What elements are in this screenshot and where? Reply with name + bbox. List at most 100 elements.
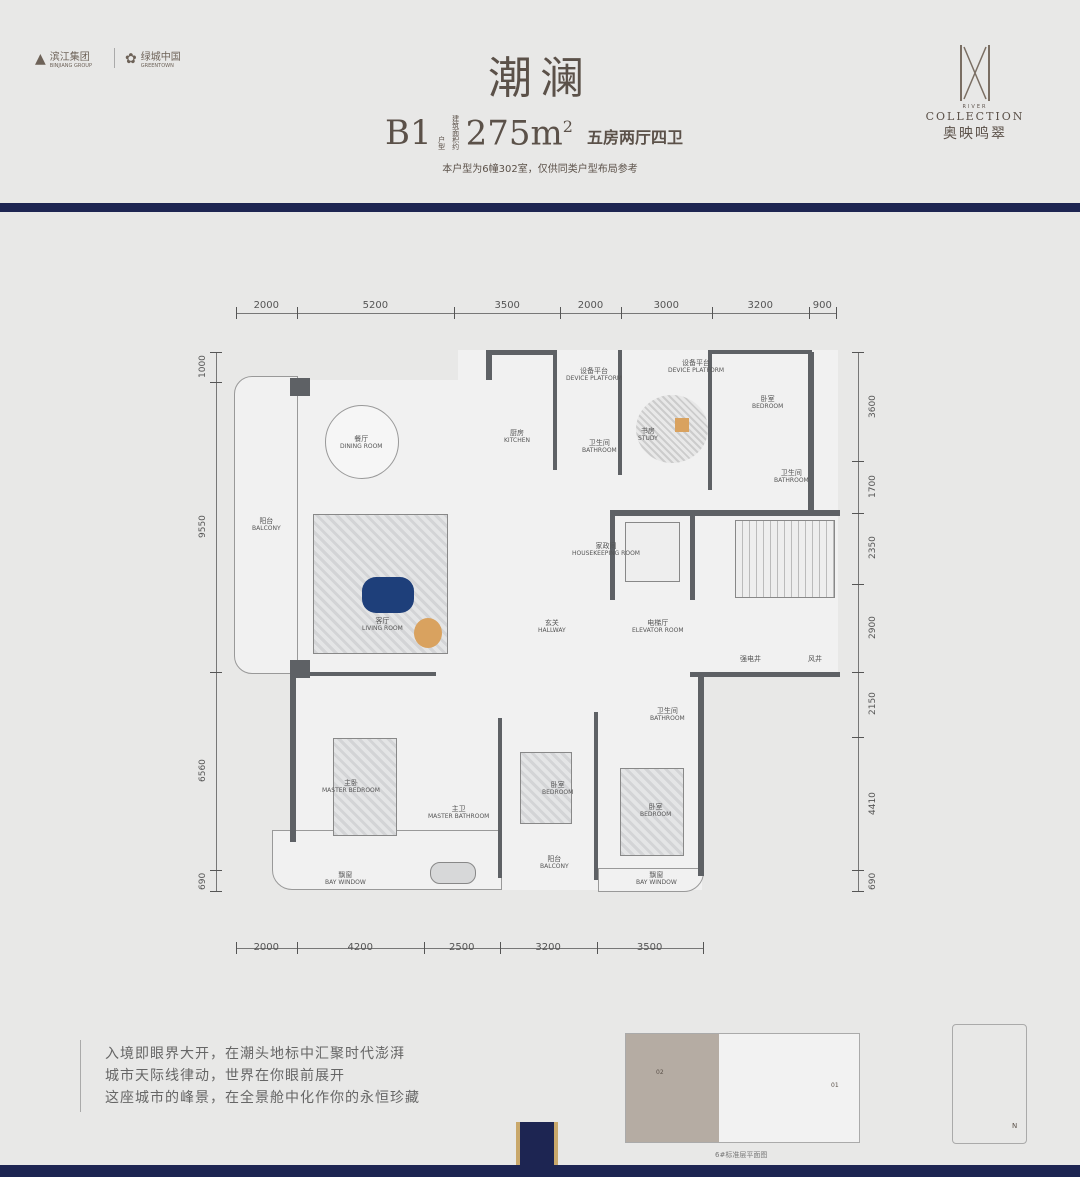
dimension-label: 3600: [868, 395, 878, 418]
elevator-shaft: [625, 522, 680, 582]
slogan-line: 这座城市的峰景，在全景舱中化作你的永恒珍藏: [105, 1090, 420, 1106]
wall: [594, 712, 598, 880]
dimension-tick: [852, 671, 864, 673]
mountain-icon: ▲: [35, 50, 46, 67]
wall: [610, 510, 615, 600]
dimension-tick: [596, 942, 598, 954]
wall: [296, 672, 436, 676]
dimension-label: 3200: [535, 942, 561, 953]
staircase: [735, 520, 835, 598]
dimension-label: 900: [812, 300, 832, 311]
dimension-tick: [210, 870, 222, 872]
dimension-tick: [620, 307, 622, 319]
dimension-tick: [499, 942, 501, 954]
slogan-divider: [80, 1040, 81, 1112]
dimension-tick: [852, 891, 864, 893]
wall: [618, 350, 622, 475]
slogan-line: 城市天际线律动，世界在你眼前展开: [105, 1068, 345, 1084]
wall: [698, 676, 704, 876]
logo-divider: [114, 48, 115, 68]
dimension-label: 2000: [253, 300, 280, 311]
dimension-line: [236, 948, 703, 949]
brand-name-cn: 奥映鸣翠: [943, 126, 1007, 142]
unit-note: 本户型为6幢302室，仅供同类户型布局参考: [442, 164, 638, 175]
key-plan-label-01: 01: [831, 1082, 839, 1089]
dimension-label: 2150: [868, 692, 878, 716]
wall: [553, 350, 557, 470]
dimension-tick: [236, 307, 237, 319]
bay-window-right: [598, 868, 704, 892]
wall: [290, 378, 310, 396]
dimension-tick: [852, 583, 864, 585]
dimension-tick: [702, 942, 704, 954]
room-count: 五房两厅四卫: [586, 128, 683, 148]
room-shaft-air: 风井: [808, 655, 822, 663]
binjiang-logo-sub: BINJIANG GROUP: [49, 63, 92, 69]
dimension-label: 3000: [653, 300, 680, 311]
brand-river: RIVER: [962, 104, 988, 110]
greentown-logo-text: 绿城中国: [140, 52, 181, 63]
unit-code: B1: [385, 113, 432, 154]
dimension-label: 2000: [253, 942, 280, 953]
dimension-tick: [454, 307, 456, 319]
key-plan-caption: 6#标准层平面图: [715, 1151, 768, 1159]
binjiang-logo-text: 滨江集团: [49, 52, 90, 63]
master-rug: [333, 738, 397, 836]
dimension-tick: [852, 512, 864, 514]
key-plan-unit-highlight: [626, 1034, 719, 1142]
wall: [708, 350, 712, 490]
dimension-line: [216, 352, 217, 892]
unit-code-label: 户型: [437, 136, 446, 151]
armchair: [414, 618, 442, 648]
area-sup: 2: [562, 117, 573, 136]
dimension-tick: [852, 461, 864, 463]
dimension-label: 2500: [449, 942, 475, 953]
study-rug: [636, 395, 708, 463]
bedroom3-rug: [620, 768, 684, 856]
dimension-label: 3200: [747, 300, 773, 311]
dimension-label: 2350: [868, 536, 878, 560]
dimension-tick: [852, 870, 864, 872]
dimension-tick: [210, 671, 222, 673]
north-arrow-icon: N: [1012, 1122, 1018, 1130]
unit-area: 275m2: [465, 113, 573, 154]
wall: [690, 510, 695, 600]
dimension-tick: [236, 942, 237, 954]
dimension-tick: [210, 891, 222, 893]
wall: [690, 672, 840, 677]
dimension-label: 3500: [494, 300, 520, 311]
study-chair: [675, 418, 689, 432]
dimension-tick: [852, 736, 864, 738]
dimension-tick: [423, 942, 425, 954]
wall: [498, 718, 502, 878]
dimension-tick: [711, 307, 713, 319]
dimension-tick: [560, 307, 562, 319]
dimension-tick: [296, 307, 298, 319]
dimension-tick: [808, 307, 810, 319]
dimension-label: 690: [198, 872, 208, 890]
wall: [486, 350, 556, 355]
wall: [808, 352, 814, 512]
balcony-area: [234, 376, 298, 674]
dimension-tick: [296, 942, 298, 954]
dimension-label: 1000: [198, 355, 208, 379]
dimension-label: 2000: [577, 300, 604, 311]
key-plan-label-02: 02: [656, 1069, 664, 1076]
dimension-label: 1700: [868, 475, 878, 499]
dimension-label: 9550: [198, 515, 208, 539]
bedroom2-rug: [520, 752, 572, 824]
